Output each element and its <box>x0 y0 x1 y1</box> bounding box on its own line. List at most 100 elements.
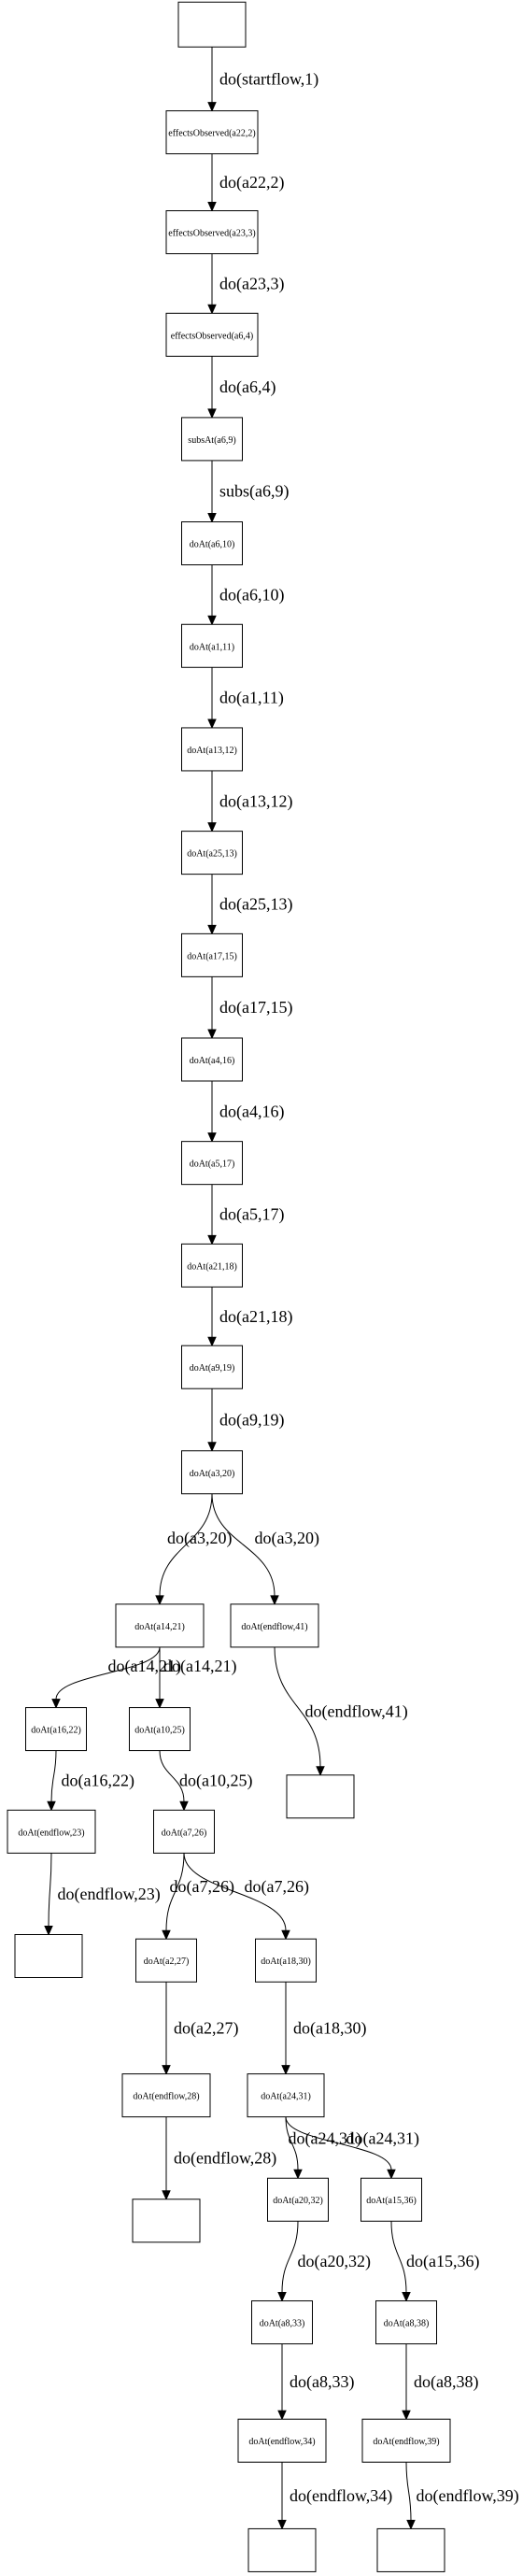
edge-label: do(endflow,34) <box>290 2486 392 2506</box>
node-box: doAt(a10,25) <box>129 1707 191 1752</box>
node-label: doAt(a9,19) <box>190 1363 235 1373</box>
node-box: doAt(a13,12) <box>181 727 243 772</box>
node-box: doAt(a14,21) <box>115 1603 205 1648</box>
edge-n9-n10: do(a17,15) <box>207 976 292 1040</box>
edge-arrowhead <box>207 924 217 935</box>
node-rect <box>230 1603 319 1648</box>
edge-label: do(a22,2) <box>219 173 284 192</box>
node-box: doAt(a21,18) <box>181 1243 243 1288</box>
edge-n18-n21: do(a10,25) <box>159 1750 252 1812</box>
node-label: doAt(a13,12) <box>187 746 237 756</box>
edge-line <box>285 2116 299 2170</box>
edge-n24-n26: do(a18,30) <box>281 1982 366 2075</box>
edge-label: do(a8,33) <box>290 2372 354 2392</box>
edge-arrowhead <box>47 1800 56 1812</box>
node-box: doAt(endflow,23) <box>7 1809 96 1854</box>
edge-n2-n3: do(a23,3) <box>207 253 284 315</box>
terminal-node <box>286 1774 355 1819</box>
node-label: doAt(a25,13) <box>187 849 237 860</box>
edge-arrowhead <box>162 2065 171 2075</box>
edge-label: do(a6,4) <box>219 377 276 397</box>
edge-label: do(endflow,23) <box>58 1885 161 1904</box>
node-label: doAt(a8,38) <box>384 2319 430 2329</box>
node-label: doAt(a2,27) <box>144 1957 190 1967</box>
node-rect <box>153 1809 215 1854</box>
edge-arrowhead <box>207 408 217 420</box>
node-rect <box>129 1707 191 1752</box>
node-box: doAt(a6,10) <box>181 521 243 566</box>
node-label: doAt(endflow,34) <box>248 2437 315 2447</box>
node-label: doAt(endflow,39) <box>373 2437 439 2447</box>
node-box: doAt(a1,11) <box>181 623 243 668</box>
edge-label: do(a24,31) <box>346 2128 419 2148</box>
node-rect <box>286 1774 355 1819</box>
edge-arrowhead <box>155 1699 164 1709</box>
edge-label: do(a13,12) <box>219 791 292 811</box>
node-box: doAt(endflow,28) <box>121 2073 211 2118</box>
node-label: doAt(a18,30) <box>261 1957 311 1967</box>
edge-n14-n15: do(a3,20) <box>155 1493 232 1606</box>
edge-arrowhead <box>207 304 217 315</box>
node-label: doAt(a21,18) <box>187 1261 237 1272</box>
node-rect <box>255 1938 317 1983</box>
edge-arrowhead <box>207 102 217 112</box>
node-label: doAt(endflow,41) <box>241 1622 307 1632</box>
edge-arrowhead <box>277 2519 287 2530</box>
edge-arrowhead <box>281 2065 290 2075</box>
node-rect <box>361 2418 451 2463</box>
node-rect <box>165 110 259 155</box>
node-box: effectsObserved(a6,4) <box>165 312 259 357</box>
edge-label: do(a10,25) <box>179 1771 252 1790</box>
node-label: doAt(a17,15) <box>187 951 237 961</box>
node-label: doAt(a20,32) <box>273 2196 323 2206</box>
node-rect <box>135 1938 197 1983</box>
edge-n26-n29: do(a24,31) <box>285 2116 419 2180</box>
node-label: doAt(a15,36) <box>366 2196 417 2206</box>
edge-label: do(a16,22) <box>62 1771 134 1790</box>
edge-arrowhead <box>207 719 217 730</box>
edge-n16-n19: do(endflow,41) <box>274 1646 408 1777</box>
node-box: doAt(a25,13) <box>181 831 243 875</box>
edge-n13-n14: do(a9,19) <box>207 1388 284 1452</box>
edge-label: do(a8,38) <box>414 2372 478 2392</box>
edge-line <box>285 2116 392 2170</box>
node-box: effectsObserved(a23,3) <box>165 210 259 255</box>
edge-arrowhead <box>207 822 217 833</box>
node-rect <box>115 1603 205 1648</box>
edge-arrowhead <box>387 2169 396 2180</box>
edge-arrowhead <box>207 1029 217 1040</box>
edge-label: do(a7,26) <box>245 1877 309 1897</box>
node-box: doAt(a20,32) <box>267 2177 329 2222</box>
edge-line <box>159 1750 185 1802</box>
node-box: doAt(endflow,41) <box>230 1603 319 1648</box>
edge-label: do(a17,15) <box>219 998 292 1018</box>
edge-line <box>405 2462 412 2521</box>
edge-label: do(a5,17) <box>219 1205 284 1225</box>
edge-n6-n7: do(a1,11) <box>207 667 284 730</box>
node-label: doAt(a3,20) <box>190 1469 235 1479</box>
edge-n4-n5: subs(a6,9) <box>207 460 290 523</box>
node-rect <box>181 1450 243 1495</box>
node-label: doAt(endflow,23) <box>18 1828 84 1838</box>
edge-label: do(endflow,39) <box>417 2486 519 2506</box>
edge-arrowhead <box>207 1442 217 1452</box>
node-box: doAt(endflow,34) <box>237 2418 327 2463</box>
node-box: doAt(a16,22) <box>25 1707 87 1752</box>
node-label: effectsObserved(a22,2) <box>168 129 255 139</box>
edge-label: do(a2,27) <box>174 2018 238 2038</box>
edge-n14-n16: do(a3,20) <box>211 1493 319 1606</box>
edge-arrowhead <box>402 2292 411 2302</box>
node-label: doAt(a5,17) <box>190 1160 235 1170</box>
node-rect <box>376 2527 445 2572</box>
node-box: doAt(a8,33) <box>251 2300 313 2345</box>
node-rect <box>132 2199 201 2243</box>
node-box: doAt(a7,26) <box>153 1809 215 1854</box>
node-rect <box>267 2177 329 2222</box>
node-rect <box>181 831 243 875</box>
edge-arrowhead <box>207 1132 217 1143</box>
edge-line <box>211 1493 276 1596</box>
edge-label: do(a3,20) <box>255 1529 319 1548</box>
edge-arrowhead <box>207 1234 217 1245</box>
node-box: doAt(a17,15) <box>181 932 243 977</box>
node-rect <box>181 932 243 977</box>
